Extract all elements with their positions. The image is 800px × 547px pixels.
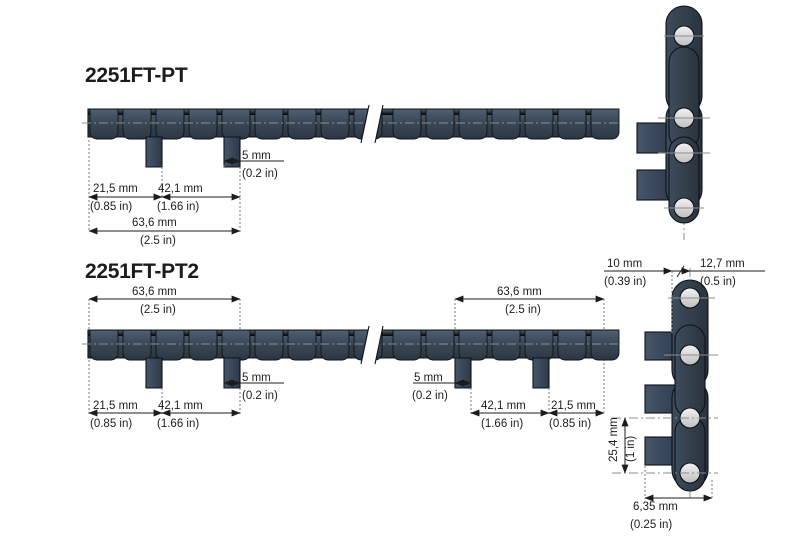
chain-tab <box>145 136 163 168</box>
dim-label-mm: 5 mm <box>242 150 271 162</box>
figure-1-side-view <box>82 104 621 168</box>
dimension-tv-link-half-width: 12,7 mm (0.5 in) <box>672 258 765 288</box>
dimension-tv-tab-length: 10 mm (0.39 in) <box>604 258 673 335</box>
dim-label-in: (0.2 in) <box>412 390 448 402</box>
dim-label-in: (0.5 in) <box>700 276 736 288</box>
chain-tab <box>223 136 241 168</box>
dim-label-in: (1 in) <box>625 436 637 462</box>
figure-2-title: 2251FT-PT2 <box>85 260 199 283</box>
chain-teeth <box>89 329 620 361</box>
break-symbol-2 <box>360 325 384 365</box>
dimension-f2-trail-offset: 21,5 mm (0.85 in) <box>548 400 605 430</box>
dim-label-in: (1.66 in) <box>481 418 523 430</box>
dim-label-mm: 42,1 mm <box>158 400 203 412</box>
dimension-f2-left-span: 63,6 mm (2.5 in) <box>88 286 241 345</box>
dim-label-in: (2.5 in) <box>140 235 176 247</box>
dimension-tv-pin-pitch: 25,4 mm (1 in) <box>608 417 637 474</box>
dimension-f1-tab-pitch: 42,1 mm (1.66 in) <box>157 183 241 213</box>
chain-teeth <box>89 108 620 140</box>
dim-label-mm: 63,6 mm <box>132 286 177 298</box>
dim-label-mm: 5 mm <box>414 372 443 384</box>
top-view-pins <box>658 25 710 219</box>
break-symbol-1 <box>360 104 384 144</box>
dim-label-mm: 10 mm <box>607 258 642 270</box>
dim-label-in: (0.85 in) <box>549 418 591 430</box>
figure-2-side-view <box>82 325 621 389</box>
dim-label-in: (2.5 in) <box>140 304 176 316</box>
dimension-f2-tab-pitch-right: 42,1 mm (1.66 in) <box>470 400 550 430</box>
dim-label-mm: 63,6 mm <box>497 286 542 298</box>
dimension-f2-tab-width-left: 5 mm (0.2 in) <box>223 372 284 402</box>
figure-2-top-view: 10 mm (0.39 in) 12,7 mm (0.5 in) 25,4 mm… <box>604 258 765 531</box>
dimension-f2-lead-offset: 21,5 mm (0.85 in) <box>88 400 163 430</box>
dim-label-mm: 21,5 mm <box>93 183 138 195</box>
chain-tab <box>145 357 163 389</box>
dim-label-mm: 21,5 mm <box>93 400 138 412</box>
chain-tab <box>532 357 550 389</box>
dim-label-in: (2.5 in) <box>505 304 541 316</box>
dim-label-in: (0.2 in) <box>242 390 278 402</box>
dimension-f2-tab-pitch-left: 42,1 mm (1.66 in) <box>157 400 241 430</box>
dim-label-mm: 6,35 mm <box>633 501 678 513</box>
dim-label-in: (1.66 in) <box>157 201 199 213</box>
figure-1: 2251FT-PT <box>82 5 710 247</box>
figure-1-top-view <box>636 5 710 240</box>
dim-label-mm: 21,5 mm <box>551 400 596 412</box>
dimension-tv-tab-offset: 6,35 mm (0.25 in) <box>630 466 713 531</box>
dim-label-mm: 63,6 mm <box>132 217 177 229</box>
dim-label-in: (0.2 in) <box>242 168 278 180</box>
dim-label-in: (0.85 in) <box>90 418 132 430</box>
dim-label-mm: 42,1 mm <box>481 400 526 412</box>
dimension-f1-lead-offset: 21,5 mm (0.85 in) <box>88 183 163 213</box>
dim-label-in: (0.25 in) <box>630 519 672 531</box>
dim-label-mm: 12,7 mm <box>700 258 745 270</box>
dimension-f2-tab-width-right: 5 mm (0.2 in) <box>412 372 472 402</box>
link-plate-inner <box>668 46 700 150</box>
figure-2: 2251FT-PT2 63,6 mm (2.5 in) 63,6 mm (2.5… <box>82 258 765 531</box>
dim-label-mm: 5 mm <box>242 372 271 384</box>
dim-label-in: (1.66 in) <box>157 418 199 430</box>
dim-label-mm: 42,1 mm <box>158 183 203 195</box>
link-plate-inner <box>674 324 706 418</box>
dimension-f1-tab-width: 5 mm (0.2 in) <box>223 150 284 180</box>
dim-label-in: (0.39 in) <box>604 276 646 288</box>
dim-label-mm: 25,4 mm <box>608 417 620 462</box>
figure-1-title: 2251FT-PT <box>85 64 188 87</box>
dimension-f1-overall-pitch: 63,6 mm (2.5 in) <box>88 198 241 247</box>
top-view-pins <box>612 287 718 484</box>
dim-label-in: (0.85 in) <box>90 201 132 213</box>
